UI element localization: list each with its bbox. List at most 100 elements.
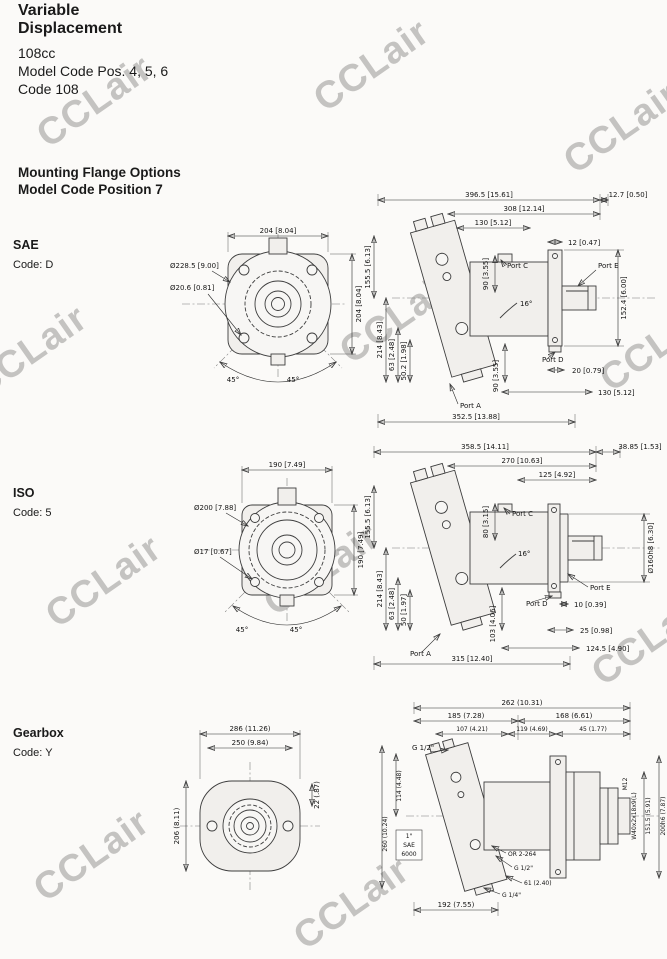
watermark: CCLair [26,800,158,911]
dim-height-50: 50 [1.97] [400,594,408,626]
dim-angle-left: 45° [236,626,248,634]
port-labels: Port C Port E Port D Port A [460,262,619,410]
dim-45: 45 (1.77) [579,726,607,733]
dim-height-63: 63 [2.48] [388,588,396,620]
dim-103: 103 [4.06] [489,605,497,642]
dim-hole-diameter: Ø20.6 [0.81] [170,284,215,292]
sae-code: Code: D [13,259,54,271]
dim-length-2: 308 [12.14] [503,205,544,213]
watermark: CCLair [306,10,438,121]
dim-width-250: 250 (9.84) [232,739,269,747]
sae-6000-line2: SAE [403,842,415,849]
flange-outline [238,487,336,607]
port-labels: Port C Port E Port D Port A [410,510,611,658]
port-g12-top-label: G 1/2" [412,744,434,752]
sae-6000-line1: 1" [406,833,413,840]
subtitle-model-code-pos: Model Code Pos. 4, 5, 6 [18,63,169,79]
dimension-lines [382,702,659,916]
gearbox-side-view: 262 (10.31) 185 (7.28) 168 (6.61) 107 (4… [378,699,667,916]
dimension-labels: 358.5 [14.11] 38.85 [1.53] 270 [10.63] 1… [364,443,662,663]
dimension-labels: 286 (11.26) 250 (9.84) 22 (.87) 206 (8.1… [173,725,321,844]
dimension-labels: 262 (10.31) 185 (7.28) 168 (6.61) 107 (4… [382,699,667,909]
dim-height-155: 155.5 [6.13] [364,245,372,289]
dim-port-height: 80 [3.15] [482,506,490,538]
dimension-lines [374,194,624,428]
dim-185: 185 (7.28) [448,712,485,720]
dim-angle-left: 45° [227,376,239,384]
flange-outline [199,780,301,872]
dim-angle-right: 45° [290,626,302,634]
dim-151: 151.5 (5.91) [645,797,652,834]
watermark: CCLair [0,296,96,407]
dim-height-63: 63 [2.48] [388,339,396,371]
gearbox-code: Code: Y [13,747,53,759]
title-line1: Variable [18,2,80,19]
dim-61: 61 (2.40) [524,880,552,887]
gearbox-front-view: 286 (11.26) 250 (9.84) 22 (.87) 206 (8.1… [173,725,321,890]
port-d-label: Port D [526,600,548,608]
dim-left-206: 206 (8.11) [173,807,181,844]
sae-side-view: 396.5 [15.61] 12.7 [0.50] 308 [12.14] 13… [364,191,656,428]
dimension-lines [186,730,312,871]
subtitle-code: Code 108 [18,81,79,97]
dim-pilot-diameter: Ø200 [7.88] [194,504,236,512]
dim-pilot-diameter: Ø228.5 [9.00] [170,262,219,270]
gearbox-row-label: Gearbox Code: Y [13,726,64,759]
section-heading-line2: Model Code Position 7 [18,182,163,197]
dimension-labels: 190 [7.49] 190 [7.49] Ø200 [7.88] Ø17 [0… [194,461,365,634]
dim-width: 190 [7.49] [269,461,306,469]
dim-shaft-extension: 12.7 [0.50] [609,191,648,199]
dim-angle-right: 45° [287,376,299,384]
dim-height: 204 [8.04] [355,285,363,322]
dim-total-length: 262 (10.31) [501,699,542,707]
dim-bottom-length: 192 (7.55) [438,901,475,909]
dim-port-height: 90 [3.55] [482,258,490,290]
dim-bent-axis-angle: 16° [520,300,532,308]
section-heading-line1: Mounting Flange Options [18,165,181,180]
dim-10: 10 [0.39] [574,601,606,609]
dim-168: 168 (6.61) [556,712,593,720]
dim-pilot-diameter: Ø160h8 [6.30] [647,522,655,573]
sae-6000-line3: 6000 [401,851,416,858]
dim-width-286: 286 (11.26) [229,725,270,733]
page-title: Variable Displacement [18,2,122,38]
dim-spline: W40x2x18x9(L) [631,792,638,840]
dim-flange-thickness: 12 [0.47] [568,239,600,247]
port-g12-bottom-label: G 1/2" [514,865,533,872]
dim-length-3: 130 [5.12] [475,219,512,227]
dim-107: 107 (4.21) [456,726,487,733]
port-c-label: Port C [507,262,528,270]
dim-width: 204 [8.04] [260,227,297,235]
dim-length-2: 270 [10.63] [501,457,542,465]
dimension-lines [219,466,358,626]
pump-outline [409,212,597,383]
dim-length-3: 125 [4.92] [539,471,576,479]
oring-label: OR 2-264 [508,851,536,858]
iso-row-label: ISO Code: 5 [13,486,52,519]
dim-114: 114 (4.48) [396,770,403,801]
watermark: CCLair [38,526,170,637]
dim-flange-pilot: 152.4 [6.00] [620,276,628,320]
iso-side-view: 358.5 [14.11] 38.85 [1.53] 270 [10.63] 1… [364,443,662,670]
port-e-label: Port E [590,584,611,592]
dim-200h6: 200h6 (7.87) [660,796,667,835]
dim-height-214: 214 [8.43] [376,321,384,358]
port-a-label: Port A [460,402,481,410]
dimension-labels: 396.5 [15.61] 12.7 [0.50] 308 [12.14] 13… [364,191,648,421]
dim-bottom-length: 352.5 [13.88] [452,413,500,421]
dim-height-50: 50.2 [1.98] [400,341,408,380]
pump-outline [395,738,631,896]
dim-right-22: 22 (.87) [313,781,321,809]
dim-260: 260 (10.24) [382,816,389,851]
port-g14-label: G 1/4" [502,892,521,899]
dimension-labels: 204 [8.04] 204 [8.04] Ø228.5 [9.00] Ø20.… [170,227,363,384]
subtitle-displacement: 108cc [18,45,56,61]
dim-height-214: 214 [8.43] [376,570,384,607]
dim-total-length: 396.5 [15.61] [465,191,513,199]
dim-m12: M12 [622,777,629,790]
port-c-label: Port C [512,510,533,518]
gearbox-name: Gearbox [13,726,64,740]
dim-hole-diameter: Ø17 [0.67] [194,548,232,556]
dim-total-length: 358.5 [14.11] [461,443,509,451]
pump-outline [409,462,603,631]
